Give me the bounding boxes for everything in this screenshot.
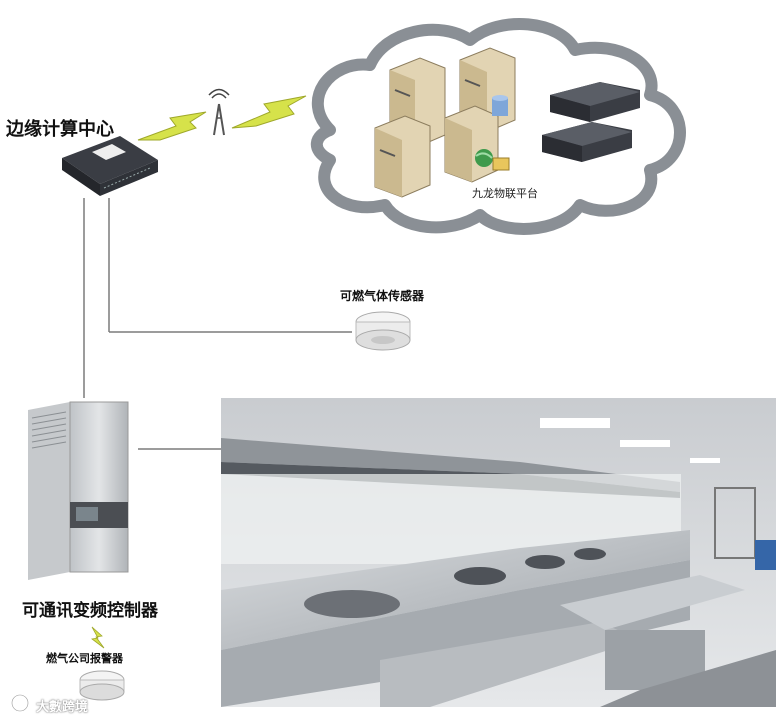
server-icon [374,115,431,198]
alarm-label: 燃气公司报警器 [46,652,123,665]
kitchen-photo [221,398,776,707]
globe-icon [475,149,493,167]
platform-label: 九龙物联平台 [472,187,538,200]
controller-label: 可通讯变频控制器 [22,601,158,621]
rack-server-icon [550,82,640,122]
controller-cabinet [28,401,129,580]
watermark-text: 大數跨境 [36,700,89,715]
rack-server-icon [542,122,632,162]
gas-sensor-device [355,311,411,351]
watermark-logo-icon [11,694,29,712]
antenna-icon [208,88,230,136]
edge-center-label: 边缘计算中心 [6,119,114,140]
gas-sensor-label: 可燃气体传感器 [340,289,425,303]
database-icon [492,95,508,116]
connector-lines [83,198,352,450]
lightning-icon [137,95,307,141]
folder-icon [492,157,510,171]
edge-gateway-device [62,136,158,196]
server-icon [444,105,499,183]
alarm-lightning-icon [91,626,105,649]
gas-alarm-device [79,670,125,701]
